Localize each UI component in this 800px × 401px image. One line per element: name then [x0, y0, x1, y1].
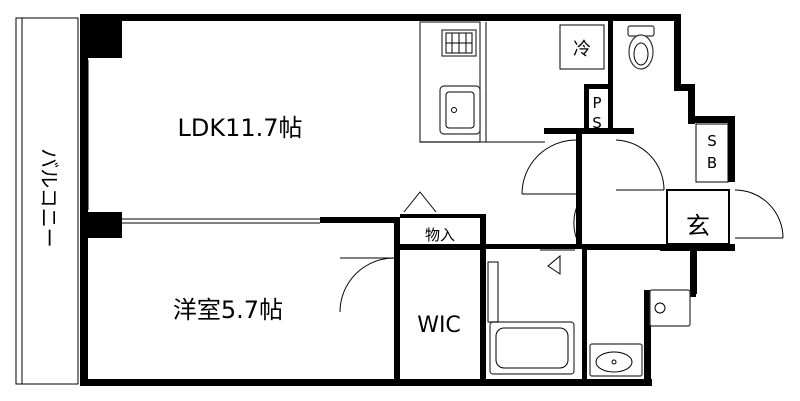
stove-icon	[445, 32, 473, 54]
balcony-label: バルコニー	[37, 148, 61, 248]
interior-walls	[88, 14, 730, 380]
kitchen-counter	[419, 21, 545, 143]
laundry-pan-icon	[649, 289, 691, 327]
bathtub-icon	[487, 261, 575, 375]
wash-basin-icon	[589, 343, 643, 377]
entrance-label: 玄	[686, 212, 710, 240]
toilet-icon	[627, 25, 655, 70]
doors	[339, 139, 784, 313]
ldk-label: LDK11.7帖	[177, 114, 302, 142]
fridge-label: 冷	[573, 39, 591, 60]
sink-icon	[439, 85, 481, 135]
western-room-label: 洋室5.7帖	[173, 296, 283, 324]
ps-label-p: P	[592, 94, 601, 112]
ps-label-s: S	[592, 114, 602, 132]
wic-label: WIC	[417, 313, 461, 338]
sb-label-b: B	[707, 154, 717, 172]
outer-walls	[80, 14, 735, 386]
storage-label: 物入	[425, 226, 455, 244]
balcony: バルコニー	[15, 17, 79, 385]
sb-label-s: S	[707, 132, 717, 150]
